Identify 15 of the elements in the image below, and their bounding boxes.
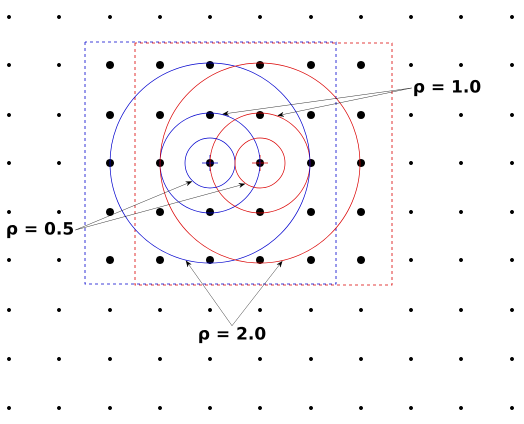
leader-arrow	[232, 261, 282, 326]
leader-arrow	[222, 88, 412, 116]
leader-arrow	[278, 88, 412, 117]
circle	[160, 62, 360, 264]
leader-arrow	[75, 181, 192, 230]
circle	[210, 112, 310, 214]
circle	[160, 112, 260, 214]
circle	[184, 138, 236, 188]
rho-label: ρ = 1.0	[414, 80, 480, 96]
leader-arrow	[75, 183, 246, 230]
leader-arrow	[186, 260, 232, 326]
circle	[234, 138, 286, 188]
rho-label: ρ = 0.5	[7, 222, 73, 238]
rho-label: ρ = 2.0	[199, 326, 266, 344]
circle	[110, 62, 310, 264]
